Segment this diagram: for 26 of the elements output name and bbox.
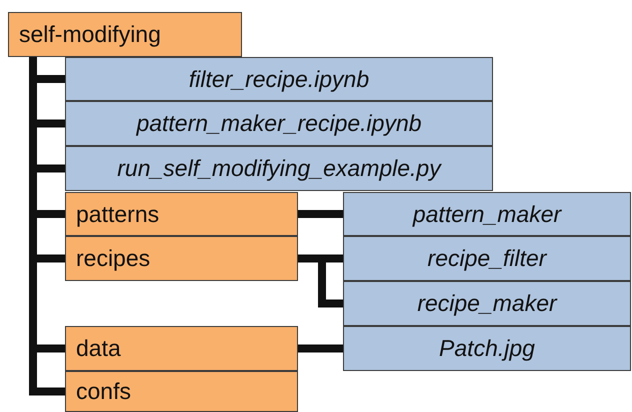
folder-name: patterns bbox=[76, 200, 160, 228]
file-name: filter_recipe.ipynb bbox=[188, 66, 370, 92]
folder-box bbox=[8, 12, 242, 57]
file-box bbox=[343, 192, 631, 236]
file-box bbox=[343, 326, 631, 371]
file-box bbox=[65, 101, 493, 146]
connector-line bbox=[298, 344, 343, 352]
folder-box bbox=[65, 371, 298, 412]
folder-name: self-modifying bbox=[19, 21, 161, 48]
file-box bbox=[65, 57, 493, 101]
file-box bbox=[343, 281, 631, 326]
folder-box bbox=[65, 192, 298, 236]
folder-name: data bbox=[76, 335, 121, 362]
file-name: recipe_maker bbox=[417, 290, 557, 317]
file-name: recipe_filter bbox=[428, 245, 546, 272]
folder-box bbox=[65, 326, 298, 371]
connector-line bbox=[298, 210, 343, 218]
file-box bbox=[343, 236, 631, 281]
folder-box bbox=[65, 236, 298, 281]
file-name: Patch.jpg bbox=[439, 335, 535, 362]
file-box bbox=[65, 146, 493, 191]
file-name: pattern_maker bbox=[412, 200, 562, 228]
file-name: pattern_maker_recipe.ipynb bbox=[136, 110, 422, 137]
file-name: run_self_modifying_example.py bbox=[117, 155, 441, 182]
folder-name: confs bbox=[76, 378, 131, 405]
folder-name: recipes bbox=[76, 245, 150, 272]
